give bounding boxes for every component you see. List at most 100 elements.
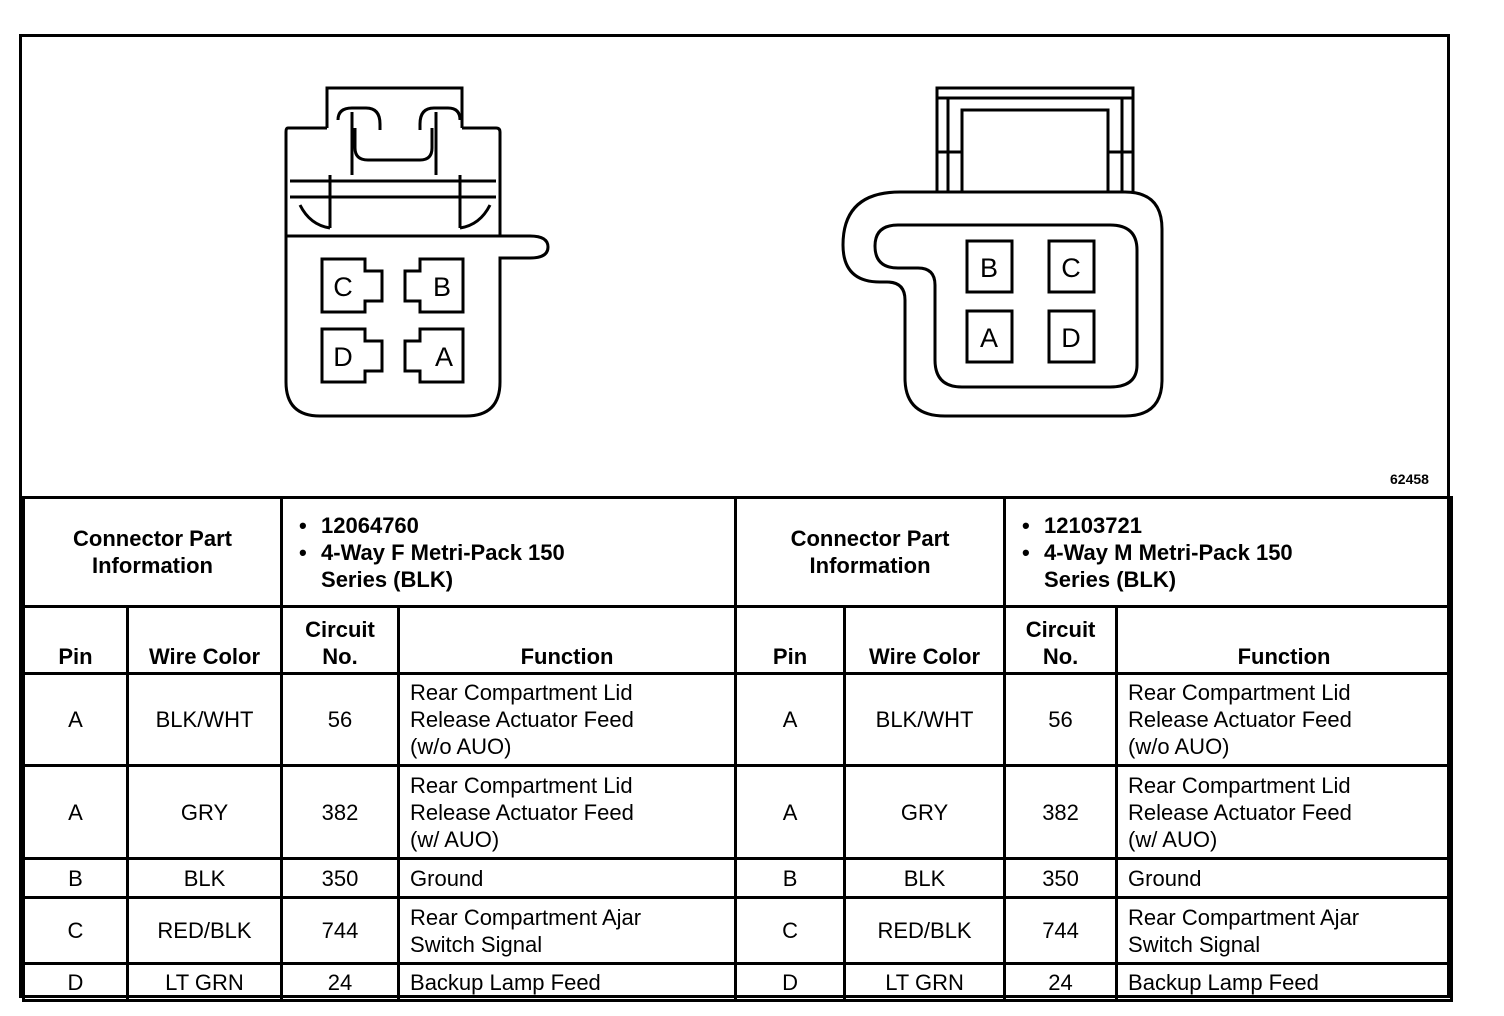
part-info-label-line: Connector Part [790,526,950,551]
circuit-cell: 350 [1003,857,1119,899]
header-wire-color: Wire Color [125,605,284,675]
left-cavity-label: C [333,272,353,302]
pin-cell: C [22,896,129,965]
function-cell: Backup Lamp Feed [1115,962,1454,1002]
circuit-cell: 24 [280,962,401,1002]
wire-color-cell: LT GRN [843,962,1007,1002]
circuit-cell: 744 [1003,896,1119,965]
wire-color-cell: RED/BLK [125,896,284,965]
function-line: Rear Compartment Ajar [410,904,642,930]
pin-cell: A [734,764,847,860]
figure-id: 62458 [1390,471,1429,487]
function-cell: Ground [397,857,738,899]
header-pin: Pin [734,605,847,675]
pin-cell: A [22,764,129,860]
right-cavity-label: C [1061,253,1081,283]
circuit-cell: 744 [280,896,401,965]
connector-diagrams: C B D A B C A D [284,86,1164,418]
function-line: Ground [410,865,484,891]
part-number: 12103721 [1022,512,1440,539]
pin-cell: D [22,962,129,1002]
header-pin: Pin [22,605,129,675]
circuit-cell: 382 [280,764,401,860]
left-cavity-label: D [333,342,353,372]
header-wire-color: Wire Color [843,605,1007,675]
part-info-label-line: Information [809,553,931,578]
wire-color-cell: BLK [125,857,284,899]
left-connector-drawing [284,86,550,418]
header-function: Function [1115,605,1454,675]
wire-color-cell: RED/BLK [843,896,1007,965]
left-cavity-label: B [433,272,451,302]
left-connector-cavities [320,257,465,384]
function-line: Rear Compartment Lid [410,680,633,705]
function-cell: Backup Lamp Feed [397,962,738,1002]
function-line: Rear Compartment Ajar [1128,904,1360,930]
function-line: Backup Lamp Feed [1128,969,1319,995]
pin-cell: A [22,672,129,767]
right-connector-cavities [965,239,1096,364]
right-cavity-label: D [1061,323,1081,353]
pinout-table: Connector Part Information 12064760 4-Wa… [21,496,1454,1002]
part-info-label-left: Connector Part Information [21,496,284,608]
right-cavity-label: A [980,323,998,353]
pin-cell: B [22,857,129,899]
wire-color-cell: BLK/WHT [843,672,1007,767]
left-cavity-label: A [435,342,453,372]
right-connector-drawing [841,86,1164,418]
header-function: Function [397,605,738,675]
part-info-label-line: Connector Part [73,526,232,551]
function-line: (w/o AUO) [1128,734,1230,759]
wire-color-cell: GRY [125,764,284,860]
circuit-cell: 56 [280,672,401,767]
function-line: (w/ AUO) [1128,826,1218,852]
function-line: Switch Signal [410,931,543,957]
function-line: Rear Compartment Lid [1128,680,1351,705]
connector-sheet: C B D A B C A D 62458 Connector Part Inf… [19,34,1454,1002]
function-line: Rear Compartment Lid [1128,772,1351,798]
function-line: Release Actuator Feed [410,707,634,732]
circuit-cell: 350 [280,857,401,899]
function-cell: Ground [1115,857,1454,899]
part-number: 12064760 [299,512,724,539]
function-line: Release Actuator Feed [1128,799,1352,825]
part-info-label-line: Information [92,553,213,578]
wire-color-cell: GRY [843,764,1007,860]
function-line: Switch Signal [1128,931,1261,957]
function-line: Release Actuator Feed [1128,707,1352,732]
function-line: Rear Compartment Lid [410,772,633,798]
wire-color-cell: LT GRN [125,962,284,1002]
function-line: Release Actuator Feed [410,799,634,825]
circuit-cell: 56 [1003,672,1119,767]
pin-cell: C [734,896,847,965]
function-line: (w/o AUO) [410,734,512,759]
wire-color-cell: BLK [843,857,1007,899]
part-info-row: Connector Part Information 12064760 4-Wa… [21,496,1454,608]
wire-color-cell: BLK/WHT [125,672,284,767]
function-line: Backup Lamp Feed [410,969,601,995]
pin-cell: D [734,962,847,1002]
circuit-cell: 24 [1003,962,1119,1002]
circuit-cell: 382 [1003,764,1119,860]
part-info-label-right: Connector Part Information [734,496,1007,608]
function-line: (w/ AUO) [410,826,500,852]
pin-cell: B [734,857,847,899]
